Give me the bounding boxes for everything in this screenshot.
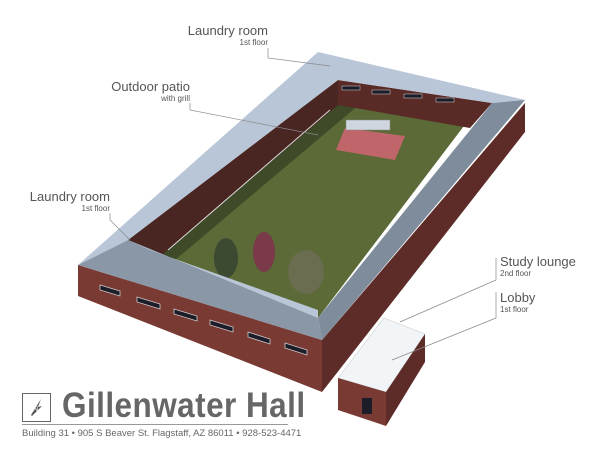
- label-floor: 1st floor: [500, 305, 529, 314]
- label-outdoor-patio: Outdoor patio with grill: [90, 80, 190, 103]
- building-address: Building 31 • 905 S Beaver St. Flagstaff…: [22, 428, 302, 439]
- tree: [214, 238, 238, 278]
- lobby-side-wall: [386, 334, 425, 426]
- label-floor: with grill: [161, 94, 190, 103]
- label-title: Outdoor patio: [111, 79, 190, 94]
- label-title: Laundry room: [29, 189, 110, 204]
- north-arrow-icon: N: [31, 399, 42, 416]
- courtyard-shadow: [150, 100, 360, 300]
- front-right-wall: [322, 103, 525, 392]
- leader-lines: [109, 48, 497, 361]
- divider: [22, 424, 288, 425]
- label-lobby: Lobby 1st floor: [500, 291, 535, 314]
- inner-left-wall: [128, 80, 338, 258]
- label-title: Laundry room: [187, 23, 268, 38]
- grill-shelter: [345, 119, 391, 131]
- roof-bottom-inner: [128, 240, 318, 318]
- fence: [167, 109, 331, 251]
- label-laundry-room-top: Laundry room 1st floor: [170, 24, 268, 47]
- tree: [253, 232, 275, 272]
- svg-text:N: N: [33, 406, 38, 413]
- label-floor: 1st floor: [81, 204, 110, 213]
- roof-bottom: [78, 240, 322, 340]
- label-study-lounge: Study lounge 2nd floor: [500, 255, 576, 278]
- outer-windows: [99, 284, 308, 356]
- label-laundry-room-left: Laundry room 1st floor: [10, 190, 110, 213]
- tree: [288, 250, 324, 294]
- label-title: Study lounge: [500, 254, 576, 269]
- roof-light: [78, 52, 525, 265]
- roof-dark-right: [318, 100, 525, 340]
- label-title: Lobby: [500, 290, 536, 305]
- label-floor: 2nd floor: [500, 269, 532, 278]
- building-name: Gillenwater Hall: [62, 386, 306, 425]
- lobby-door: [362, 398, 372, 414]
- inner-windows: [341, 85, 455, 103]
- patio: [336, 128, 405, 160]
- north-arrow-logo: N: [22, 393, 51, 422]
- front-left-wall: [78, 265, 322, 392]
- label-floor: 1st floor: [239, 38, 268, 47]
